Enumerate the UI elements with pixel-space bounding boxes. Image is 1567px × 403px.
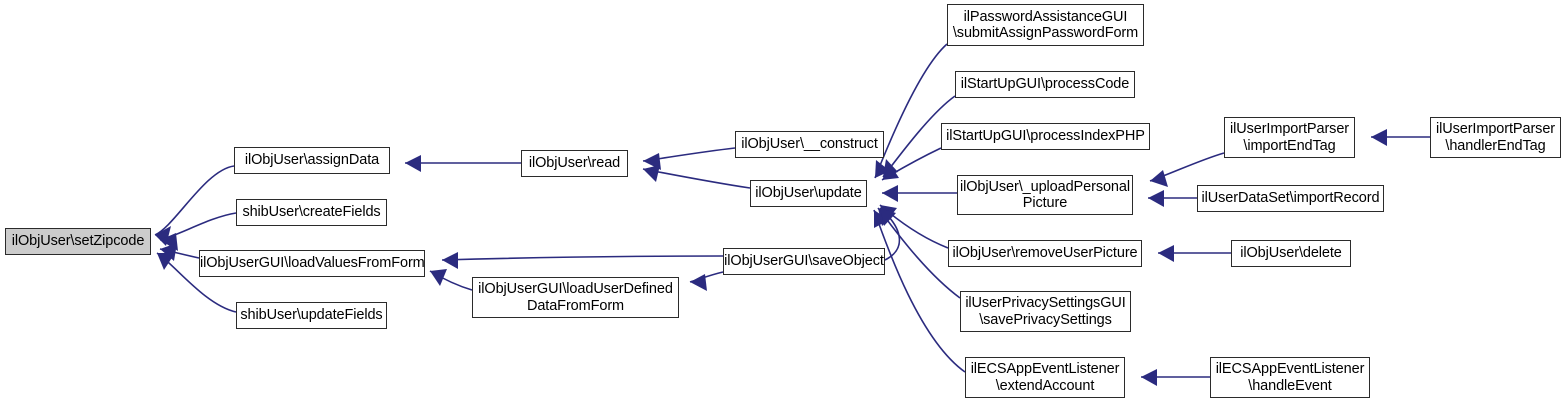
graph-node-importRecord[interactable]: ilUserDataSet\importRecord (1197, 185, 1384, 212)
graph-node-label: ilUserImportParser \importEndTag (1229, 121, 1350, 154)
graph-node-loadValuesFromForm[interactable]: ilObjUserGUI\loadValuesFromForm (199, 250, 425, 277)
graph-node-label: ilObjUserGUI\saveObject (724, 253, 884, 270)
graph-node-submitAssign[interactable]: ilPasswordAssistanceGUI \submitAssignPas… (947, 4, 1144, 46)
graph-arrowhead-importEndTag-to-uploadPicture (1150, 170, 1168, 187)
graph-node-assignData[interactable]: ilObjUser\assignData (234, 147, 390, 174)
graph-arrowhead-uploadPicture-to-update (882, 185, 898, 202)
graph-node-processCode[interactable]: ilStartUpGUI\processCode (955, 71, 1135, 98)
graph-arrowhead-loadValuesFromForm-to-setZipcode (160, 243, 177, 261)
graph-node-label: ilObjUser\setZipcode (11, 233, 145, 250)
graph-node-label: ilObjUser\read (528, 155, 621, 172)
graph-node-label: shibUser\createFields (242, 204, 381, 221)
graph-node-delete[interactable]: ilObjUser\delete (1231, 240, 1351, 267)
graph-node-label: ilObjUserGUI\loadUserDefined DataFromFor… (478, 281, 673, 314)
graph-node-removePicture[interactable]: ilObjUser\removeUserPicture (948, 240, 1142, 267)
graph-node-createFields[interactable]: shibUser\createFields (236, 199, 387, 226)
graph-arrowhead-saveObject-to-update (880, 208, 896, 226)
graph-arrowhead-construct-to-read (643, 153, 661, 170)
graph-arrowhead-saveObject-to-loadValuesFromForm (442, 252, 458, 269)
graph-node-label: ilObjUser\delete (1240, 245, 1342, 262)
graph-node-label: ilObjUserGUI\loadValuesFromForm (200, 255, 425, 272)
graph-node-label: ilUserPrivacySettingsGUI \savePrivacySet… (965, 295, 1126, 328)
graph-node-label: ilObjUser\assignData (244, 152, 380, 169)
graph-node-label: ilStartUpGUI\processCode (960, 76, 1130, 93)
graph-arrowhead-importRecord-to-uploadPicture (1148, 190, 1164, 207)
graph-node-label: ilUserImportParser \handlerEndTag (1435, 121, 1556, 154)
graph-node-label: ilStartUpGUI\processIndexPHP (946, 128, 1145, 145)
graph-arrowhead-processIndexPHP-to-update (882, 164, 899, 180)
graph-node-label: ilObjUser\removeUserPicture (952, 245, 1138, 262)
graph-node-handleEvent[interactable]: ilECSAppEventListener \handleEvent (1210, 357, 1370, 398)
graph-node-label: ilECSAppEventListener \handleEvent (1215, 361, 1365, 394)
graph-node-update[interactable]: ilObjUser\update (750, 180, 867, 207)
graph-node-label: ilUserDataSet\importRecord (1201, 190, 1380, 207)
graph-arrowhead-handleEvent-to-extendAccount (1141, 369, 1157, 386)
graph-arrowhead-read-to-assignData (405, 155, 421, 172)
graph-node-label: shibUser\updateFields (240, 307, 383, 324)
graph-arrowhead-loadUserDefined-to-loadValuesFromForm (430, 269, 447, 286)
graph-node-construct[interactable]: ilObjUser\__construct (735, 131, 884, 158)
graph-arrowhead-submitAssign-to-update (875, 160, 890, 178)
graph-node-processIndexPHP[interactable]: ilStartUpGUI\processIndexPHP (941, 123, 1150, 150)
graph-node-label: ilObjUser\__construct (741, 136, 878, 153)
graph-edge-extendAccount-to-update (873, 209, 966, 373)
graph-arrowhead-extendAccount-to-update (874, 210, 889, 228)
graph-arrowhead-delete-to-removePicture (1158, 245, 1174, 262)
graph-node-setZipcode[interactable]: ilObjUser\setZipcode (5, 228, 151, 255)
graph-arrowhead-updateFields-to-setZipcode (157, 253, 175, 270)
graph-arrowhead-update-to-read (643, 165, 660, 182)
graph-edge-saveObject-to-loadValuesFromForm (441, 255, 724, 261)
graph-node-updateFields[interactable]: shibUser\updateFields (236, 302, 387, 329)
graph-node-extendAccount[interactable]: ilECSAppEventListener \extendAccount (965, 357, 1125, 398)
graph-node-uploadPicture[interactable]: ilObjUser\_uploadPersonal Picture (957, 175, 1133, 215)
graph-node-privacySettings[interactable]: ilUserPrivacySettingsGUI \savePrivacySet… (960, 291, 1131, 332)
graph-node-loadUserDefined[interactable]: ilObjUserGUI\loadUserDefined DataFromFor… (472, 277, 679, 318)
graph-node-importEndTag[interactable]: ilUserImportParser \importEndTag (1224, 117, 1355, 158)
graph-node-saveObject[interactable]: ilObjUserGUI\saveObject (723, 248, 885, 275)
graph-node-label: ilObjUser\update (755, 185, 862, 202)
graph-node-label: ilObjUser\_uploadPersonal Picture (960, 178, 1130, 211)
graph-edge-update-to-read (642, 168, 751, 189)
graph-node-label: ilPasswordAssistanceGUI \submitAssignPas… (952, 8, 1139, 41)
graph-node-read[interactable]: ilObjUser\read (521, 150, 628, 177)
graph-node-handlerEndTag[interactable]: ilUserImportParser \handlerEndTag (1430, 117, 1561, 158)
graph-edge-submitAssign-to-update (874, 43, 948, 179)
graph-arrowhead-handlerEndTag-to-importEndTag (1371, 129, 1387, 146)
graph-node-label: ilECSAppEventListener \extendAccount (970, 361, 1120, 394)
graph-arrowhead-saveObject-to-loadUserDefined (690, 274, 707, 291)
graph-edge-assignData-to-setZipcode (154, 165, 235, 236)
